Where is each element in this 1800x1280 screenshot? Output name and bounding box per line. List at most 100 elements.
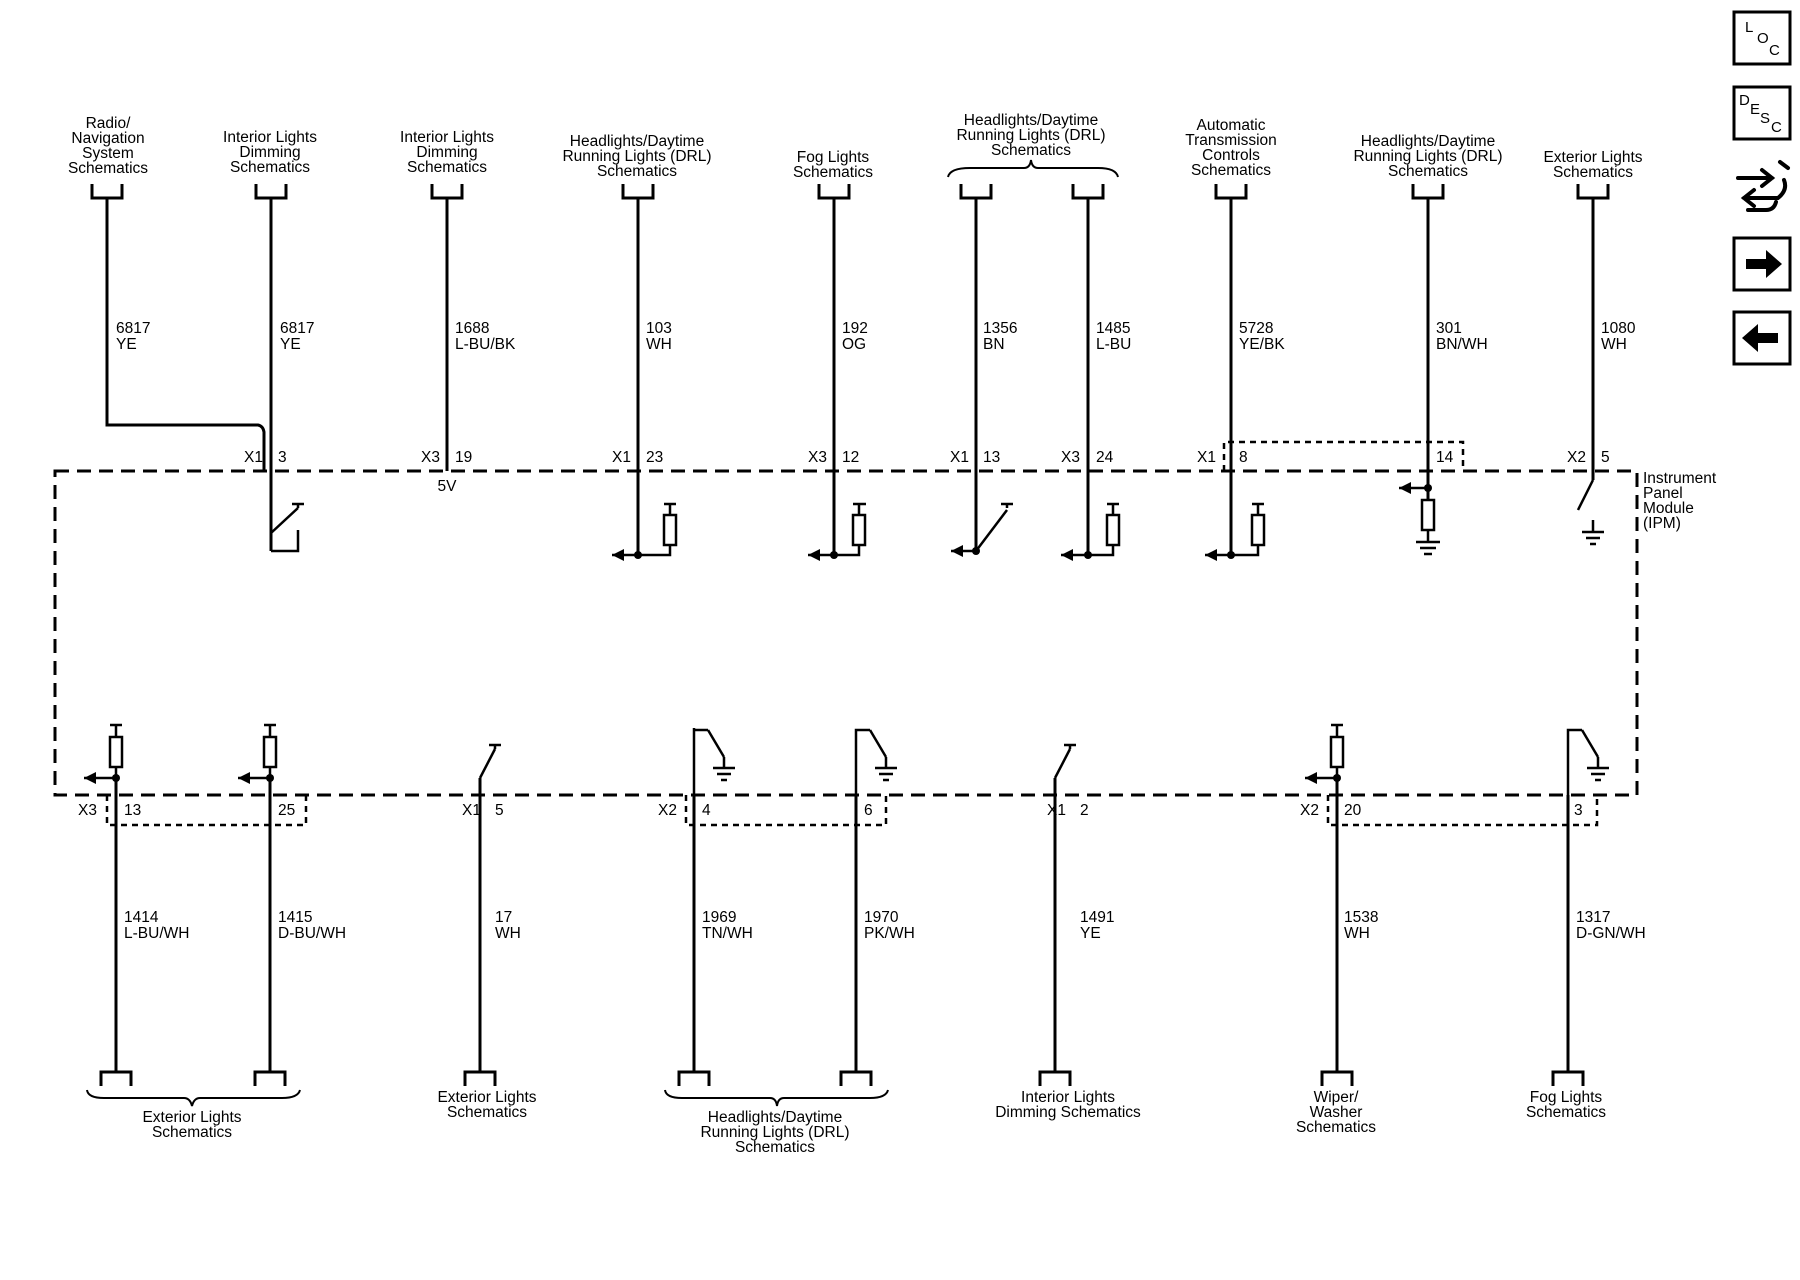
module-name-line: (IPM) xyxy=(1643,515,1681,532)
connector-terminal xyxy=(621,184,655,200)
loc-button[interactable]: L O C xyxy=(1732,10,1792,66)
connector-id: X1 xyxy=(462,802,481,819)
desc-letter: C xyxy=(1771,119,1782,136)
circuit-number: 1080 xyxy=(1601,320,1636,337)
bottom-destination-line: Running Lights (DRL) xyxy=(700,1124,849,1141)
wire-color: BN xyxy=(983,336,1005,353)
arrow-left-icon xyxy=(1742,324,1778,352)
top-destination-line: Headlights/Daytime xyxy=(1361,133,1495,150)
top-destination-line: Controls xyxy=(1202,147,1260,164)
connector-terminal xyxy=(817,184,851,200)
connector-id: X2 xyxy=(658,802,677,819)
wire-color: L-BU xyxy=(1096,336,1131,353)
desc-letter: E xyxy=(1750,101,1760,118)
bottom-destination-line: Fog Lights xyxy=(1530,1089,1603,1106)
splice-box xyxy=(1326,795,1599,827)
circuit-number: 1415 xyxy=(278,909,312,926)
junction-dot xyxy=(1227,551,1235,559)
bottom-destination[interactable]: Interior Lights Dimming Schematics xyxy=(995,1089,1141,1121)
top-destination[interactable]: Headlights/Daytime Running Lights (DRL) … xyxy=(562,133,711,180)
circuit-number: 103 xyxy=(646,320,672,337)
top-destination-line: Running Lights (DRL) xyxy=(562,148,711,165)
connector-terminal xyxy=(1320,1070,1354,1086)
top-destination-line: Schematics xyxy=(597,163,677,180)
circuit-number: 1485 xyxy=(1096,320,1130,337)
bottom-destination-line: Schematics xyxy=(1526,1104,1606,1121)
circuit-number: 1414 xyxy=(124,909,159,926)
top-destination-line: Schematics xyxy=(230,159,310,176)
bottom-destination[interactable]: Fog Lights Schematics xyxy=(1526,1089,1606,1121)
desc-button[interactable]: D E S C xyxy=(1732,85,1792,141)
pin-number: 13 xyxy=(124,802,141,819)
loc-letter: C xyxy=(1769,42,1780,59)
top-destination[interactable]: Headlights/Daytime Running Lights (DRL) … xyxy=(1353,133,1502,180)
connector-terminal xyxy=(1071,184,1105,200)
top-destination[interactable]: Automatic Transmission Controls Schemati… xyxy=(1185,117,1277,179)
circuit-number: 1356 xyxy=(983,320,1017,337)
arrowhead xyxy=(1061,549,1073,561)
bottom-destination-line: Dimming Schematics xyxy=(995,1104,1141,1121)
bottom-destination-line: Washer xyxy=(1310,1104,1363,1121)
top-destination[interactable]: Interior Lights Dimming Schematics xyxy=(400,129,494,176)
connector-terminal xyxy=(90,184,124,200)
top-destination[interactable]: Radio/ Navigation System Schematics xyxy=(68,115,148,177)
wire-color: OG xyxy=(842,336,866,353)
connector-terminal xyxy=(1038,1070,1072,1086)
wire-color: D-BU/WH xyxy=(278,925,346,942)
bottom-splice-boxes xyxy=(105,795,1599,827)
module-name: Instrument Panel Module (IPM) xyxy=(1643,470,1717,532)
arrowhead xyxy=(1399,482,1411,494)
top-destination[interactable]: Fog Lights Schematics xyxy=(793,149,873,181)
connector-terminal xyxy=(839,1070,873,1086)
bottom-destination[interactable]: Wiper/ Washer Schematics xyxy=(1296,1089,1376,1136)
connector-tool-button[interactable] xyxy=(1734,160,1790,222)
top-destination[interactable]: Headlights/Daytime Running Lights (DRL) … xyxy=(956,112,1105,159)
wire-color: BN/WH xyxy=(1436,336,1488,353)
output-resistor-ground xyxy=(1399,486,1440,556)
connector-id: X1 xyxy=(950,449,969,466)
bottom-pin-labels: X3 13 25 X1 5 X2 4 6 X1 2 X2 20 3 xyxy=(78,802,1583,819)
bottom-destination-line: Schematics xyxy=(152,1124,232,1141)
desc-letter: S xyxy=(1760,110,1770,127)
previous-button[interactable] xyxy=(1732,310,1792,366)
pin-number: 5 xyxy=(1601,449,1610,466)
wire-color: L-BU/WH xyxy=(124,925,189,942)
top-destination-line: Navigation xyxy=(71,130,144,147)
wire-color: L-BU/BK xyxy=(455,336,516,353)
connector-id: X3 xyxy=(808,449,827,466)
connector-id: X3 xyxy=(78,802,97,819)
top-destination-line: Schematics xyxy=(793,164,873,181)
pin-number: 12 xyxy=(842,449,859,466)
module-name-line: Panel xyxy=(1643,485,1683,502)
input-resistor xyxy=(1205,502,1266,557)
top-internal-circuits xyxy=(270,479,1604,557)
connector-terminal xyxy=(1576,184,1610,200)
input-switch xyxy=(478,743,501,779)
bottom-internal-circuits xyxy=(84,723,1609,795)
top-destination[interactable]: Interior Lights Dimming Schematics xyxy=(223,129,317,176)
top-destination-line: Fog Lights xyxy=(797,149,870,166)
next-button[interactable] xyxy=(1732,236,1792,292)
junction-dot xyxy=(830,551,838,559)
loc-letter: L xyxy=(1745,19,1753,36)
bottom-destination-line: Headlights/Daytime xyxy=(708,1109,842,1126)
top-destination-line: Schematics xyxy=(1388,163,1468,180)
top-wires xyxy=(105,198,1595,555)
arrowhead xyxy=(951,545,963,557)
top-destination[interactable]: Exterior Lights Schematics xyxy=(1543,149,1642,181)
connector-terminal xyxy=(959,184,993,200)
arrowhead xyxy=(612,549,624,561)
bottom-destination[interactable]: Headlights/Daytime Running Lights (DRL) … xyxy=(700,1109,849,1156)
pin-number: 3 xyxy=(1574,802,1583,819)
module-name-line: Module xyxy=(1643,500,1694,517)
splice-box xyxy=(1222,440,1465,471)
bottom-destination[interactable]: Exterior Lights Schematics xyxy=(142,1109,241,1141)
junction-dot xyxy=(1424,484,1432,492)
wire xyxy=(105,198,266,471)
bottom-wires xyxy=(114,778,1570,1072)
module-name-line: Instrument xyxy=(1643,470,1717,487)
connector-id: X1 xyxy=(1197,449,1216,466)
wire-color: D-GN/WH xyxy=(1576,925,1646,942)
bottom-destination[interactable]: Exterior Lights Schematics xyxy=(437,1089,536,1121)
top-pin-labels: X1 3 X3 19 X1 23 X3 12 X1 13 X3 24 X1 8 … xyxy=(244,449,1610,495)
